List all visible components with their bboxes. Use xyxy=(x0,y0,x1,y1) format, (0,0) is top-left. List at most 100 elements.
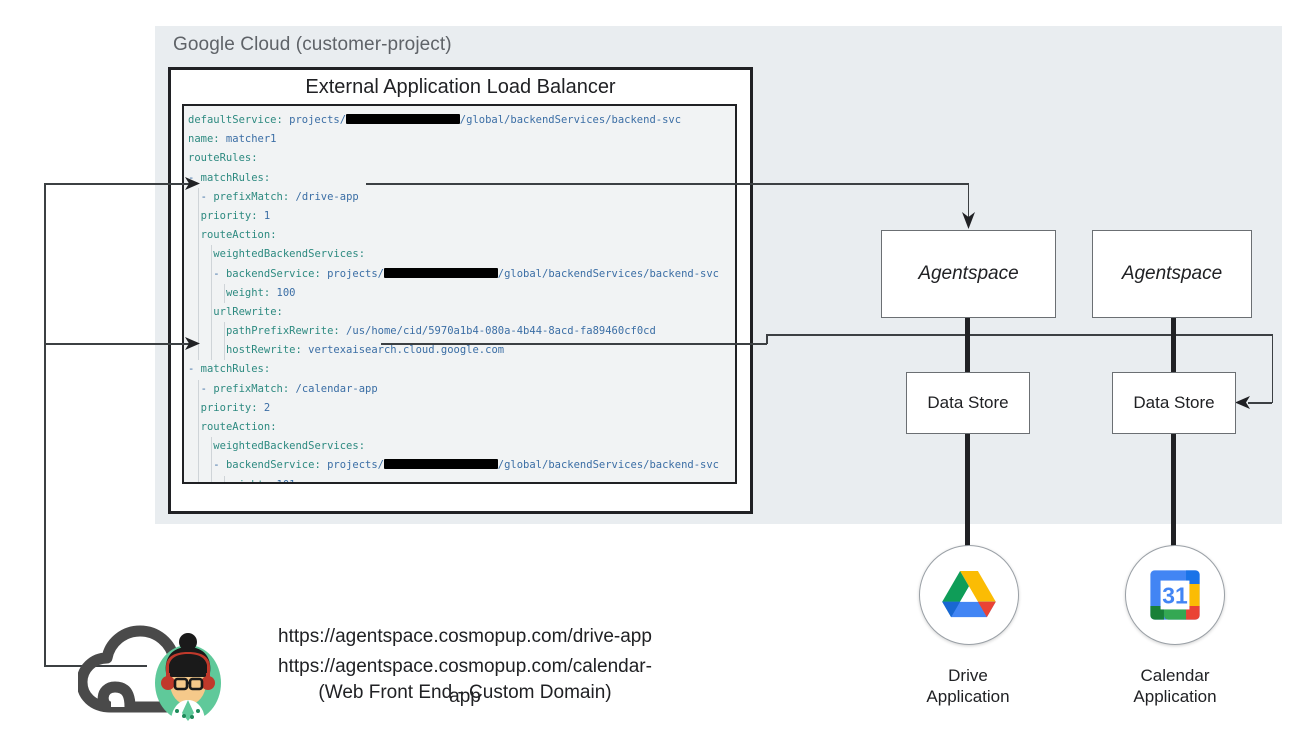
frontend-url-calendar[interactable]: https://agentspace.cosmopup.com/calendar… xyxy=(278,656,652,707)
indent-guide xyxy=(198,341,200,361)
indent-guide xyxy=(210,475,212,482)
yaml-dash: - xyxy=(213,267,226,280)
node-agentspace-2-label: Agentspace xyxy=(1121,263,1223,284)
node-data-store-2-label: Data Store xyxy=(1133,393,1215,412)
config-line: routeAction: xyxy=(188,226,735,246)
indent-guide xyxy=(198,322,200,342)
connector-drive-route-in xyxy=(44,183,196,185)
yaml-key: prefixMatch: xyxy=(213,382,290,395)
config-line: priority: 1 xyxy=(188,206,735,227)
yaml-key: backendService: xyxy=(225,267,321,280)
drive-caption-line1: Drive xyxy=(948,666,988,685)
drive-application-caption: Drive Application xyxy=(873,665,1063,707)
yaml-value-tail: /global/backendServices/backend-svc xyxy=(497,267,720,280)
config-line: hostRewrite: vertexaisearch.cloud.google… xyxy=(188,341,735,361)
indent-guide xyxy=(198,456,200,476)
frontend-url-drive[interactable]: https://agentspace.cosmopup.com/drive-ap… xyxy=(278,626,652,647)
yaml-value-tail: /global/backendServices/backend-svc xyxy=(459,114,682,126)
indent-guide xyxy=(198,283,200,303)
indent-guide xyxy=(198,245,200,265)
config-line: - backendService: projects/ /global/backe… xyxy=(188,264,735,284)
indent-guide xyxy=(198,302,200,323)
yaml-dash: - xyxy=(200,190,214,203)
indent-guide xyxy=(198,379,200,399)
indent-guide xyxy=(198,226,200,246)
frontend-note: (Web Front End - Custom Domain) xyxy=(318,682,612,703)
trunk-datastore2-calendar-app xyxy=(1171,433,1176,546)
indent-guide xyxy=(223,322,225,342)
config-line: weight: 100 xyxy=(188,283,735,303)
google-cloud-panel-title: Google Cloud (customer-project) xyxy=(173,34,452,55)
load-balancer-title: External Application Load Balancer xyxy=(305,76,616,98)
redacted-project-id xyxy=(384,267,498,278)
node-agentspace-1[interactable]: Agentspace xyxy=(881,230,1056,318)
connector-drive-to-agentspace-h xyxy=(366,183,969,185)
connector-calendar-to-datastore-h1 xyxy=(381,343,767,345)
indent-guide xyxy=(210,283,212,303)
calendar-application-circle[interactable]: 31 xyxy=(1125,545,1225,645)
yaml-dash: - xyxy=(200,382,214,395)
yaml-value: projects/ xyxy=(282,114,347,126)
connector-frontend-vertical xyxy=(44,183,46,666)
yaml-key: pathPrefixRewrite: xyxy=(225,325,340,338)
indent-guide xyxy=(198,398,200,418)
connector-calendar-to-datastore-h3 xyxy=(1248,402,1272,404)
node-data-store-2[interactable]: Data Store xyxy=(1112,372,1236,434)
indent-guide xyxy=(210,322,212,342)
calendar-caption-line2: Application xyxy=(1133,687,1217,706)
config-line: weightedBackendServices: xyxy=(188,437,735,457)
config-line: routeAction: xyxy=(188,418,735,438)
config-line: defaultService: projects/ /global/backend… xyxy=(188,111,735,130)
node-agentspace-2[interactable]: Agentspace xyxy=(1092,230,1252,318)
node-agentspace-1-label: Agentspace xyxy=(918,263,1019,284)
yaml-value: 2 xyxy=(257,401,271,414)
yaml-value: 100 xyxy=(270,286,296,299)
trunk-agentspace1-datastore1 xyxy=(965,318,970,373)
google-calendar-icon: 31 xyxy=(1150,570,1200,620)
connector-drive-to-agentspace-v xyxy=(967,183,969,218)
yaml-key: name: xyxy=(188,133,220,146)
config-line: routeRules: xyxy=(188,149,735,168)
drive-application-circle[interactable] xyxy=(919,545,1019,645)
calendar-application-caption: Calendar Application xyxy=(1080,665,1270,707)
yaml-value: 101 xyxy=(270,479,296,482)
indent-guide xyxy=(210,341,212,361)
config-line: urlRewrite: xyxy=(188,302,735,323)
indent-guide xyxy=(223,475,225,482)
calendar-caption-line1: Calendar xyxy=(1140,666,1210,685)
yaml-dash: - xyxy=(188,171,201,184)
yaml-key: prefixMatch: xyxy=(213,190,290,203)
yaml-key: urlRewrite: xyxy=(213,305,283,318)
node-data-store-1[interactable]: Data Store xyxy=(906,372,1030,434)
config-line: - prefixMatch: /drive-app xyxy=(188,187,735,207)
yaml-value: /us/home/cid/5970a1b4-080a-4b44-8acd-fa8… xyxy=(339,325,656,338)
indent-guide xyxy=(198,264,200,284)
yaml-value: projects/ xyxy=(320,267,384,280)
indent-guide xyxy=(210,264,212,284)
yaml-value: /drive-app xyxy=(289,190,359,203)
yaml-key: matchRules: xyxy=(200,171,271,184)
indent-guide xyxy=(210,302,212,323)
calendar-day-number: 31 xyxy=(1162,582,1188,608)
yaml-value: 1 xyxy=(257,209,271,222)
arrowhead-calendar-route xyxy=(185,337,200,350)
yaml-key: routeRules: xyxy=(188,152,258,165)
google-drive-icon xyxy=(942,571,996,618)
config-line: name: matcher1 xyxy=(188,130,735,149)
indent-guide xyxy=(198,437,200,457)
yaml-key: priority: xyxy=(200,401,258,414)
yaml-key: weightedBackendServices: xyxy=(213,440,366,453)
yaml-key: backendService: xyxy=(225,459,321,472)
indent-guide xyxy=(198,206,200,227)
connector-calendar-route-rail xyxy=(44,343,196,345)
yaml-value: vertexaisearch.cloud.google.com xyxy=(301,344,505,357)
load-balancer-config-code-block: defaultService: projects/ /global/backend… xyxy=(182,104,737,484)
connector-calendar-to-datastore-v xyxy=(1271,334,1273,403)
yaml-value-tail: /global/backendServices/backend-svc xyxy=(497,459,720,472)
config-line: - matchRules: xyxy=(188,169,735,188)
yaml-key: defaultService: xyxy=(188,114,283,126)
yaml-dash: - xyxy=(213,459,226,472)
indent-guide xyxy=(223,283,225,303)
config-line: weight: 101 xyxy=(188,475,735,482)
